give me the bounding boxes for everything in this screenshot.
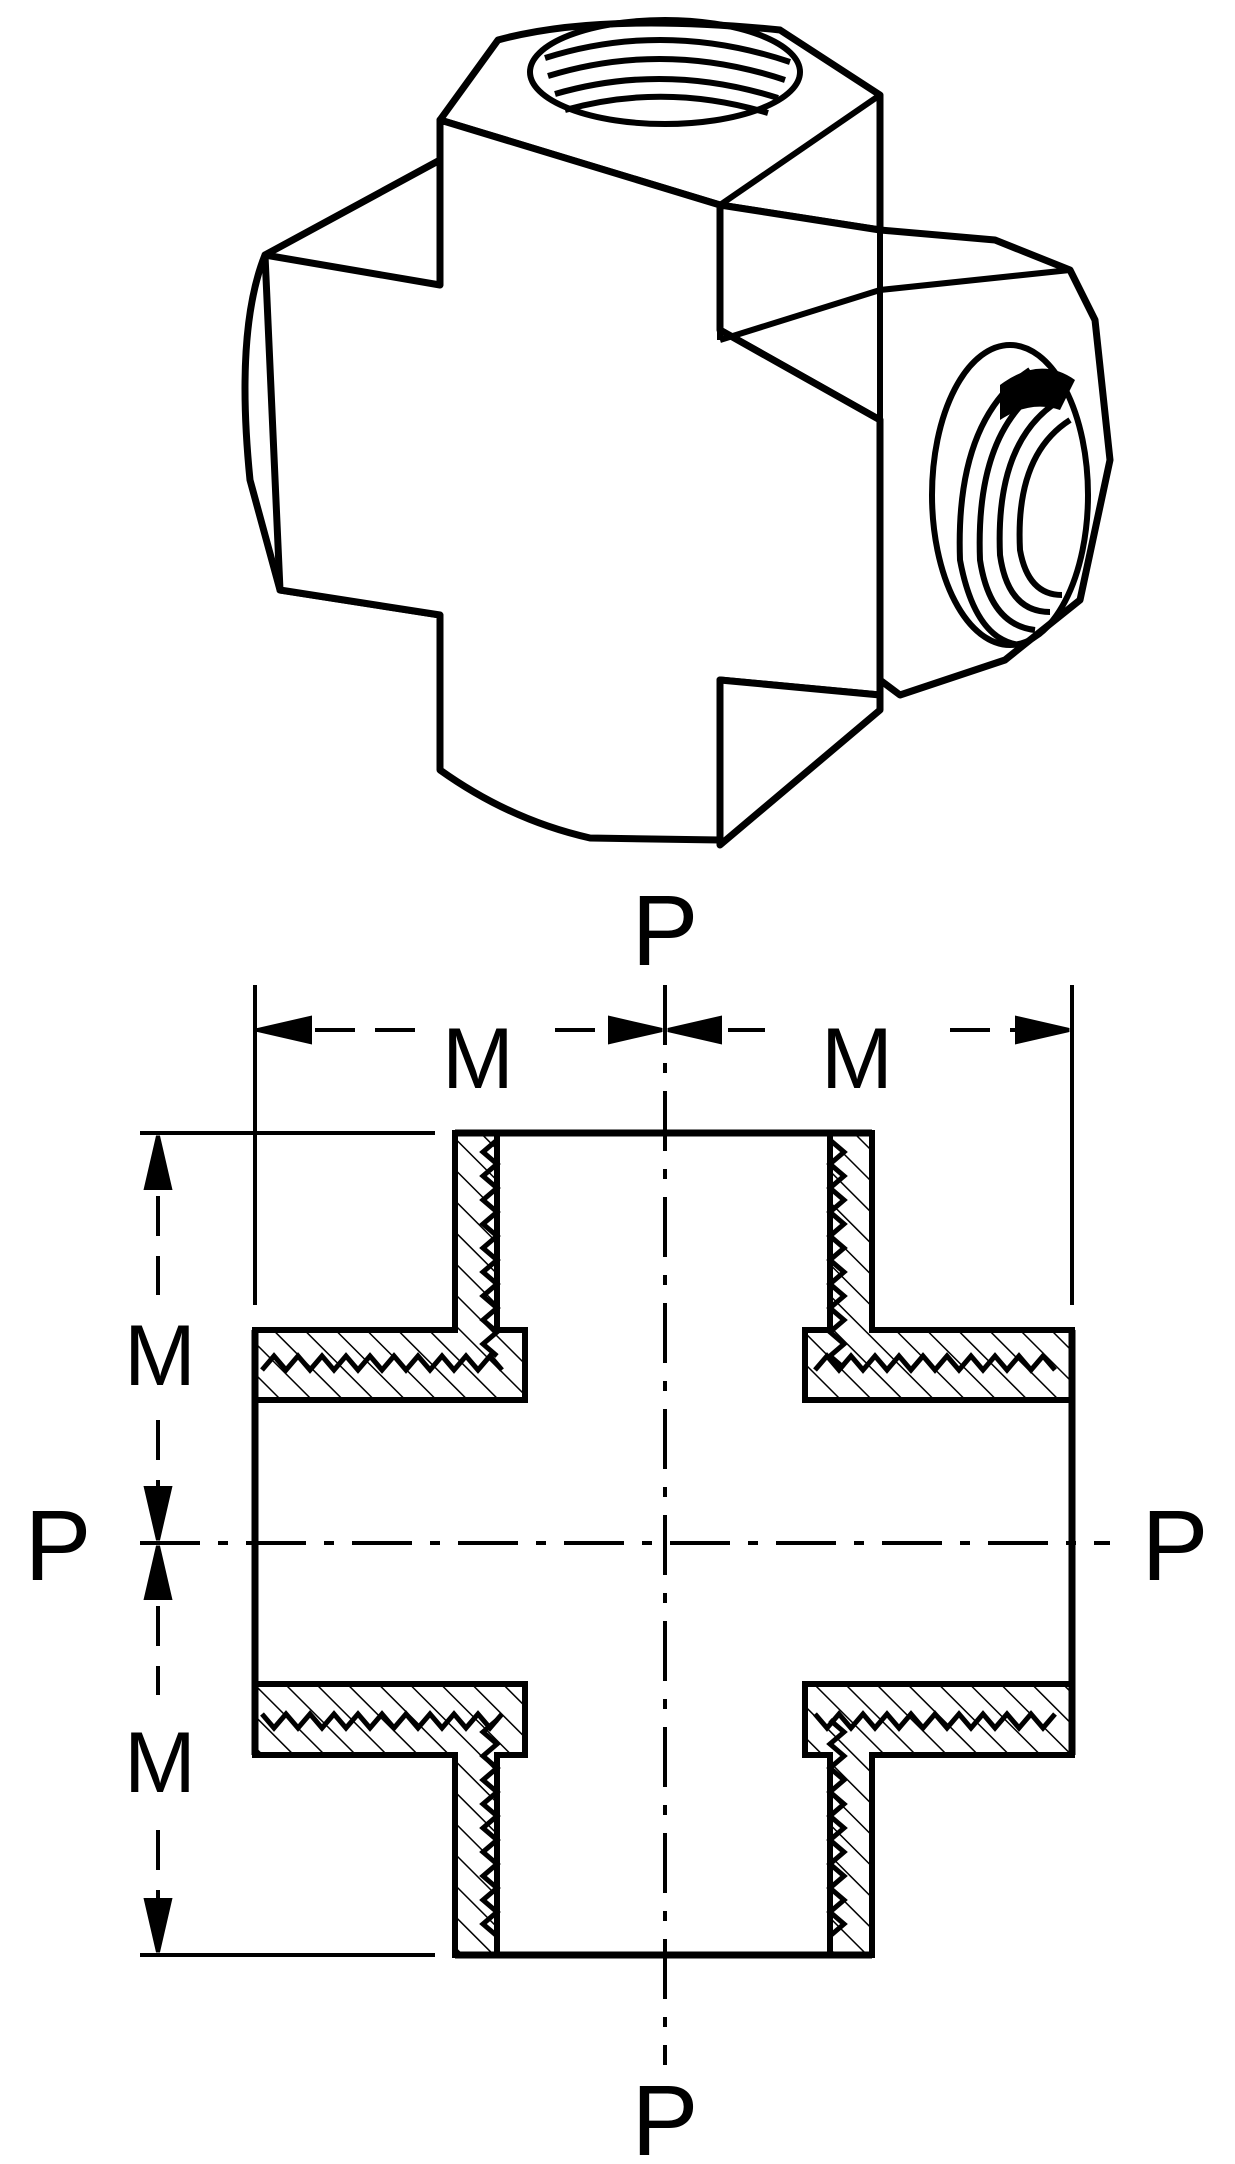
dimension-label-top-right: M [821,1011,893,1107]
section-walls [252,1130,1075,1958]
port-label-bottom: P [632,2065,699,2164]
dimension-label-left-upper: M [124,1308,196,1404]
dimension-label-left-lower: M [124,1715,196,1811]
port-label-right: P [1142,1490,1209,1602]
isometric-details [437,17,1091,848]
dimension-label-top-left: M [442,1011,514,1107]
bottom-arm [716,676,884,849]
wall-top-left [252,1130,528,1403]
top-thread-opening [527,17,803,127]
dimension-lines [143,1015,1070,1953]
port-label-top: P [632,875,699,987]
port-label-left: P [25,1490,92,1602]
thread-teeth [260,1138,1057,1938]
right-opening-shadow [1000,368,1075,420]
centerlines [140,985,1110,2065]
extension-lines [140,985,1074,1957]
